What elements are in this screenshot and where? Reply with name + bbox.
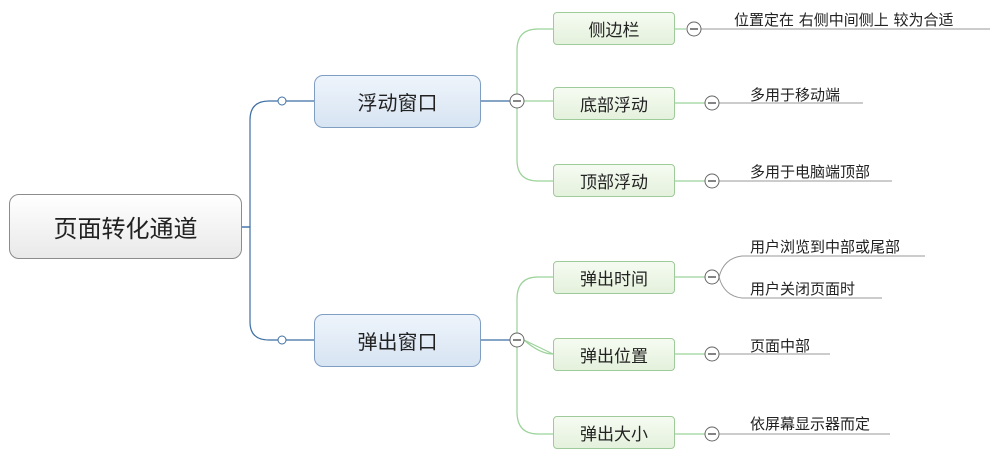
topic-popup-window[interactable]: 弹出窗口	[314, 314, 481, 367]
leaf-note-bottom-float[interactable]: 多用于移动端	[750, 84, 840, 105]
subtopic-label: 侧边栏	[588, 21, 640, 41]
root-topic-label: 页面转化通道	[53, 215, 198, 243]
leaf-note-popup-time-2[interactable]: 用户关闭页面时	[750, 278, 855, 299]
subtopic-popup-size[interactable]: 弹出大小	[553, 416, 675, 449]
leaf-note-top-float[interactable]: 多用于电脑端顶部	[750, 161, 870, 182]
leaf-label: 页面中部	[750, 337, 811, 355]
leaf-note-sidebar[interactable]: 位置定在 右侧中间侧上 较为合适	[734, 9, 954, 30]
subtopic-popup-position[interactable]: 弹出位置	[553, 338, 675, 371]
connector-root-upper	[242, 100, 316, 228]
root-topic[interactable]: 页面转化通道	[9, 194, 242, 259]
leaf-label: 多用于移动端	[750, 86, 841, 104]
leaf-note-popup-size[interactable]: 依屏幕显示器而定	[750, 413, 870, 434]
leaf-label: 用户浏览到中部或尾部	[750, 238, 901, 256]
subtopic-label: 顶部浮动	[580, 173, 648, 193]
subtopic-label: 弹出位置	[580, 347, 648, 367]
leaf-label: 多用于电脑端顶部	[750, 163, 871, 181]
leaf-note-popup-position[interactable]: 页面中部	[750, 335, 810, 356]
subtopic-popup-time[interactable]: 弹出时间	[553, 261, 675, 294]
connector-root-lower	[242, 226, 316, 341]
leaf-label: 位置定在 右侧中间侧上 较为合适	[734, 11, 954, 29]
leaf-label: 依屏幕显示器而定	[750, 415, 871, 433]
subtopic-label: 弹出时间	[580, 270, 648, 290]
topic-label: 浮动窗口	[357, 91, 438, 115]
leaf-label: 用户关闭页面时	[750, 280, 856, 298]
subtopic-sidebar[interactable]: 侧边栏	[553, 12, 675, 45]
subtopic-label: 弹出大小	[580, 425, 648, 445]
leaf-note-popup-time-1[interactable]: 用户浏览到中部或尾部	[750, 236, 900, 257]
topic-label: 弹出窗口	[357, 330, 438, 354]
subtopic-bottom-float[interactable]: 底部浮动	[553, 87, 675, 120]
collapse-dot-lower	[277, 335, 287, 345]
collapse-dot-upper	[277, 96, 287, 106]
subtopic-label: 底部浮动	[580, 96, 648, 116]
subtopic-top-float[interactable]: 顶部浮动	[553, 164, 675, 197]
topic-floating-window[interactable]: 浮动窗口	[314, 75, 481, 128]
